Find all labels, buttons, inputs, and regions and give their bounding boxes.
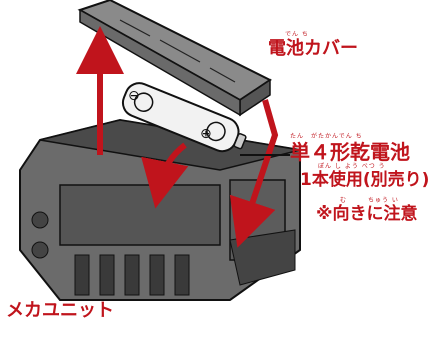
battery-label-line1-ruby: たん がたかんでん ち bbox=[290, 133, 363, 140]
mecha-unit-body bbox=[19, 118, 301, 301]
battery-label-line2: 1本使用(別売り) bbox=[300, 170, 430, 190]
arrow-down-icon bbox=[141, 142, 189, 209]
mecha-unit-label: メカユニット bbox=[6, 300, 114, 321]
battery-label-line1: 単４形乾電池 bbox=[290, 140, 410, 164]
battery-aaa bbox=[121, 82, 247, 153]
battery-label-line2-ruby: ぽん し よう べつ う bbox=[318, 163, 386, 170]
insert-arrow-icon bbox=[229, 99, 279, 248]
negative-terminal-icon: ⊖ bbox=[128, 88, 140, 104]
positive-terminal-icon: ⊕ bbox=[200, 126, 212, 142]
orientation-note: ※向きに注意 bbox=[316, 204, 418, 224]
cover-label-ruby: でん ち bbox=[285, 31, 309, 38]
orientation-note-ruby: む ちゅう い bbox=[340, 197, 399, 204]
cover-label: 電池カバー bbox=[268, 38, 358, 59]
